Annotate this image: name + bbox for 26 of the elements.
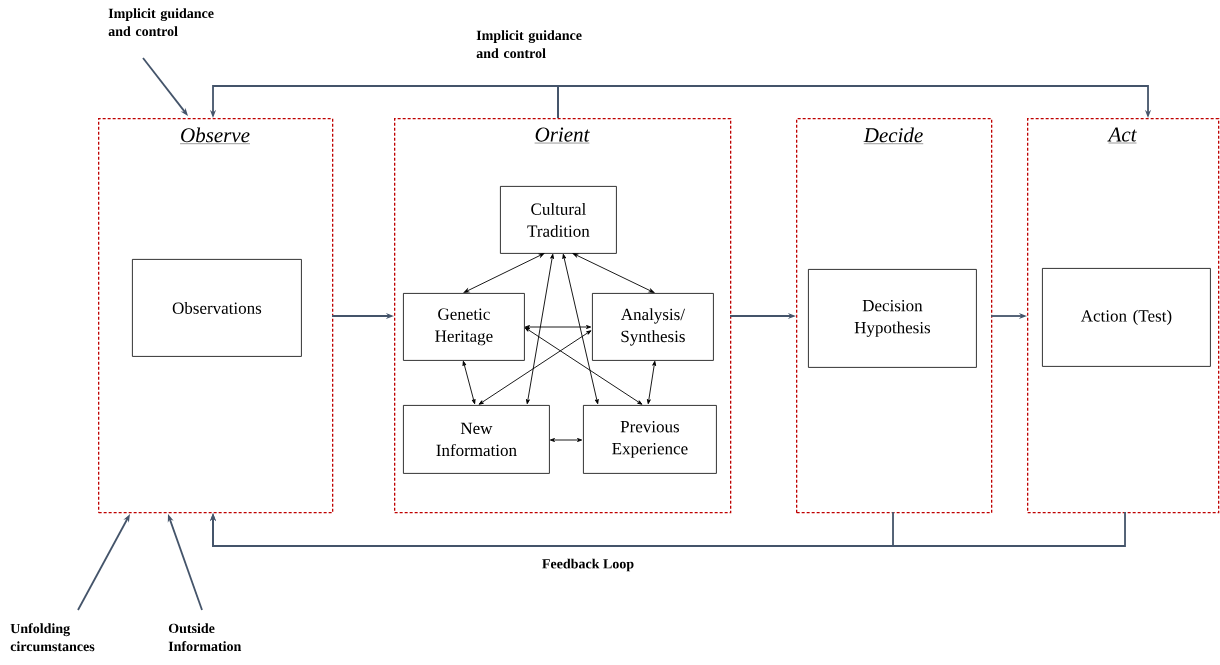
arrow <box>524 325 592 329</box>
arrow <box>524 327 643 405</box>
annotation-text: Feedback Loop <box>542 558 634 572</box>
process-box: Previous Experience <box>583 405 717 474</box>
process-box: Analysis/ Synthesis <box>592 293 714 361</box>
arrow <box>478 330 592 405</box>
arrow <box>142 57 188 116</box>
process-box: New Information <box>403 405 550 474</box>
annotation-text: Outside Information <box>168 623 242 652</box>
process-box: Genetic Heritage <box>403 293 525 361</box>
arrow <box>526 253 554 405</box>
arrow <box>463 253 545 293</box>
process-box: Observations <box>132 259 302 357</box>
annotation-text: Unfolding circumstances <box>10 623 95 652</box>
arrow <box>462 360 476 405</box>
annotation-text: Implicit guidance and control <box>476 30 582 59</box>
arrow <box>209 511 1126 547</box>
process-box: Action (Test) <box>1042 268 1211 367</box>
arrow <box>646 360 657 405</box>
arrow <box>562 253 599 405</box>
process-box: Cultural Tradition <box>500 186 617 254</box>
annotation-text: Implicit guidance and control <box>108 8 214 37</box>
arrow <box>549 438 583 442</box>
arrow <box>572 253 655 293</box>
arrow <box>557 85 1152 119</box>
process-box: Decision Hypothesis <box>808 269 977 368</box>
